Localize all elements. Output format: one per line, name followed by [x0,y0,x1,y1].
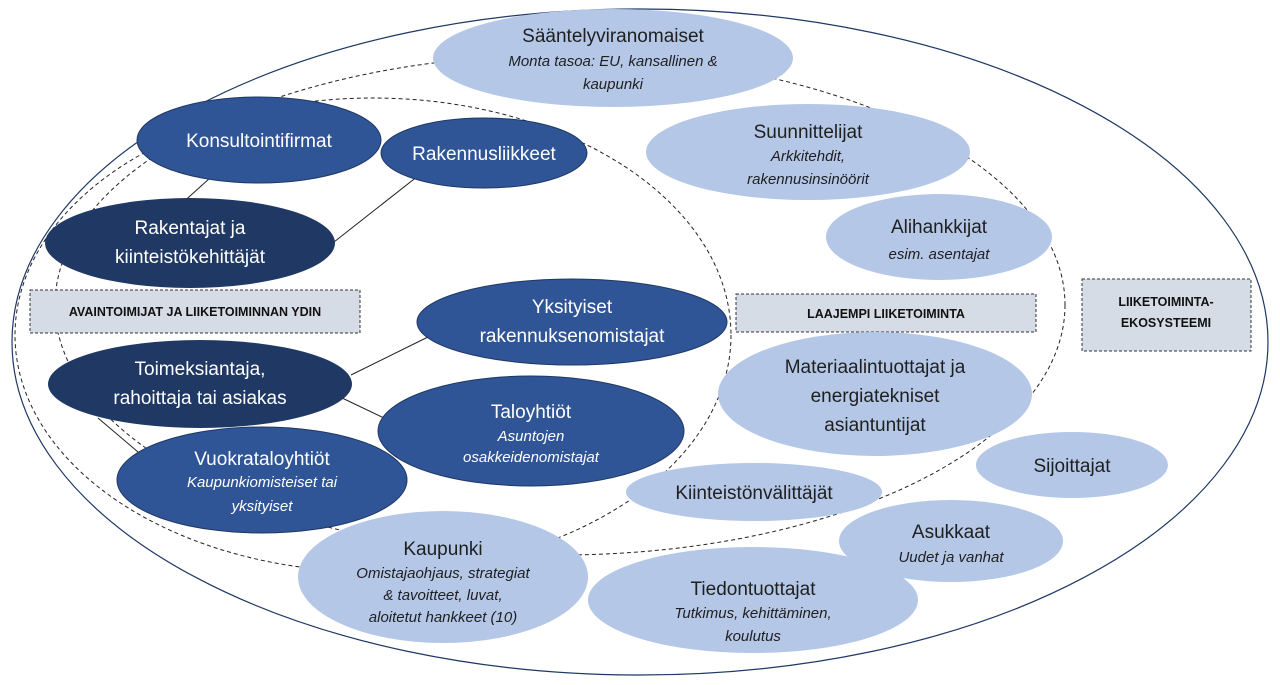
node-shape [380,117,588,189]
node-shape [646,104,970,200]
label-text: AVAINTOIMIJAT JA LIIKETOIMINNAN YDIN [69,305,321,319]
node-konsultointifirmat: Konsultointifirmat [136,96,382,184]
node-subtitle: koulutus [725,628,781,645]
node-subtitle: esim. asentajat [889,246,991,263]
label-box [29,289,361,334]
node-suunnittelijat: Suunnittelijat Arkkitehdit, rakennusinsi… [646,104,970,200]
label-text: LAAJEMPI LIIKETOIMINTA [807,307,965,321]
node-title: kiinteistökehittäjät [115,247,266,268]
node-shape [433,9,793,107]
connector-toimeksiantaja-taloyhtiot [339,396,385,419]
node-yksityiset: Yksityiset rakennuksenomistajat [416,278,728,366]
node-shape [826,194,1052,280]
node-taloyhtiot: Taloyhtiöt Asuntojen osakkeidenomistajat [377,375,685,487]
node-shape [116,426,408,534]
node-kaupunki: Kaupunki Omistajaohjaus, strategiat & ta… [298,511,588,643]
node-shape [588,547,918,653]
node-title: Rakentajat ja [135,218,246,239]
node-title: Yksityiset [532,297,613,318]
node-shape [377,375,685,487]
node-shape [626,463,882,521]
node-rakennusliikkeet: Rakennusliikkeet [380,117,588,189]
ecosystem-boundary [11,8,1269,676]
label-box [735,293,1037,333]
node-subtitle: yksityiset [231,498,294,515]
label-wider-business: LAAJEMPI LIIKETOIMINTA [735,293,1037,333]
node-subtitle: Monta tasoa: EU, kansallinen & [508,53,717,70]
node-title: Suunnittelijat [754,122,864,143]
node-title: Sääntelyviranomaiset [522,26,704,47]
node-shape [839,500,1063,582]
node-shape [718,332,1032,456]
node-kiinteistonvalittajat: Kiinteistönvälittäjät [626,463,882,521]
connector-rakennusliikkeet-rakentajat [333,175,419,243]
node-subtitle: Kaupunkiomisteiset tai [187,474,338,491]
label-text: EKOSYSTEEMI [1121,316,1211,330]
node-subtitle: aloitetut hankkeet (10) [369,609,517,626]
label-ecosystem: LIIKETOIMINTA- EKOSYSTEEMI [1081,278,1252,352]
node-title: Toimeksiantaja, [135,359,266,380]
node-materiaalintuottajat: Materiaalintuottajat ja energiatekniset … [718,332,1032,456]
node-subtitle: Omistajaohjaus, strategiat [356,565,530,582]
node-toimeksiantaja: Toimeksiantaja, rahoittaja tai asiakas [48,340,352,428]
node-shape [136,96,382,184]
node-title: Alihankkijat [891,217,988,238]
node-title: Vuokrataloyhtiöt [194,449,330,470]
node-shape [298,511,588,643]
node-title: energiatekniset [811,386,941,407]
node-subtitle: Uudet ja vanhat [898,549,1004,566]
node-title: rahoittaja tai asiakas [113,388,286,409]
node-subtitle: & tavoitteet, luvat, [383,587,502,604]
node-subtitle: kaupunki [583,76,644,93]
node-saantelyviranomaiset: Sääntelyviranomaiset Monta tasoa: EU, ka… [433,9,793,107]
node-title: asiantuntijat [824,415,926,436]
node-vuokrataloyhtiot: Vuokrataloyhtiöt Kaupunkiomisteiset tai … [116,426,408,534]
node-subtitle: Arkkitehdit, [770,148,845,165]
node-title: Kiinteistönvälittäjät [675,483,833,504]
node-title: rakennuksenomistajat [480,326,666,347]
node-alihankkijat: Alihankkijat esim. asentajat [826,194,1052,280]
node-shape [976,432,1168,498]
node-subtitle: Tutkimus, kehittäminen, [674,605,831,622]
node-title: Kaupunki [403,539,482,560]
node-subtitle: osakkeidenomistajat [463,449,600,466]
node-title: Rakennusliikkeet [412,144,556,165]
label-text: LIIKETOIMINTA- [1118,295,1213,309]
node-tiedontuottajat: Tiedontuottajat Tutkimus, kehittäminen, … [588,547,918,653]
node-shape [45,198,335,288]
connector-toimeksiantaja-yksityiset [350,336,429,376]
node-sijoittajat: Sijoittajat [976,432,1168,498]
node-shape [48,340,352,428]
node-title: Asukkaat [912,522,991,543]
node-subtitle: Asuntojen [497,428,565,445]
node-title: Sijoittajat [1033,456,1111,477]
node-rakentajat: Rakentajat ja kiinteistökehittäjät [45,198,335,288]
node-title: Materiaalintuottajat ja [785,357,966,378]
node-shape [416,278,728,366]
label-box [1081,278,1252,352]
node-title: Konsultointifirmat [186,131,332,152]
label-core-business: AVAINTOIMIJAT JA LIIKETOIMINNAN YDIN [29,289,361,334]
node-subtitle: rakennusinsinöörit [747,171,870,188]
node-title: Taloyhtiöt [491,402,572,423]
connector-toimeksiantaja-vuokrataloyhtiot [97,417,139,453]
node-asukkaat: Asukkaat Uudet ja vanhat [839,500,1063,582]
node-title: Tiedontuottajat [691,579,817,600]
